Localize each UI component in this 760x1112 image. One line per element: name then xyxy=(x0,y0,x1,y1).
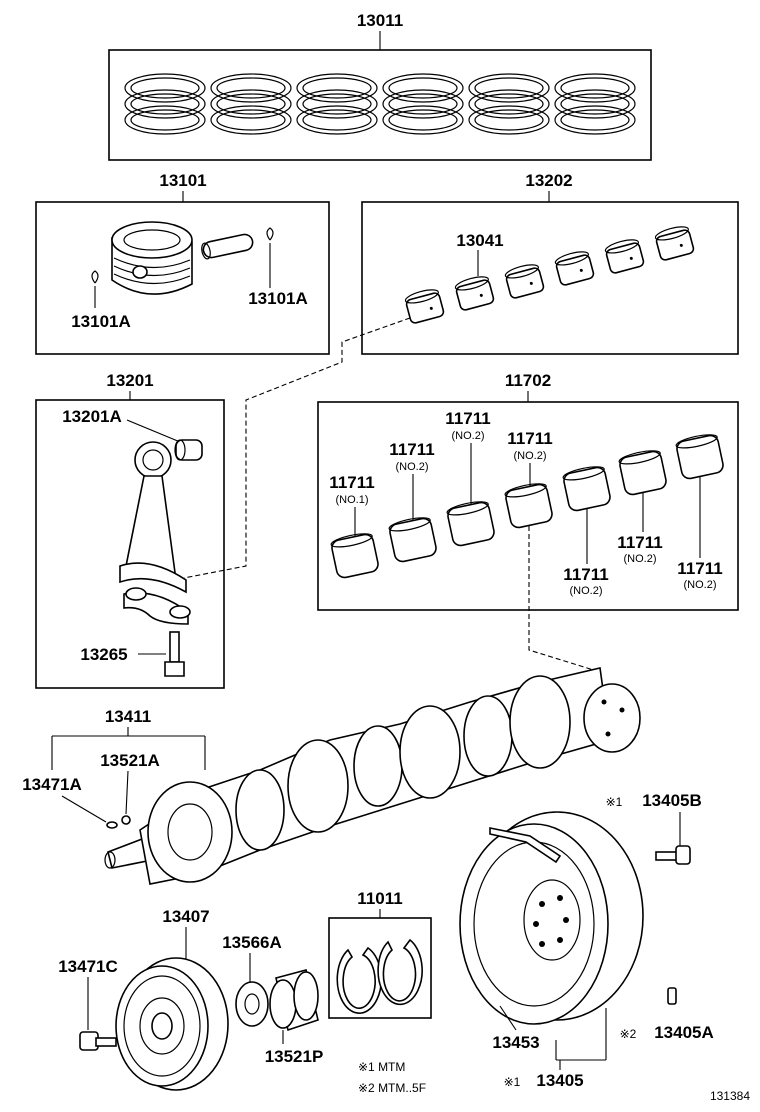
timing-gear xyxy=(269,969,319,1032)
snap-ring-right xyxy=(266,227,274,241)
label-11711-b3-sub: (NO.2) xyxy=(452,430,485,442)
box-thrust-washers xyxy=(328,917,432,1019)
label-13411: 13411 xyxy=(105,707,151,726)
label-11711-b7-sub: (NO.2) xyxy=(684,579,717,591)
label-13471c: 13471C xyxy=(58,957,118,976)
label-13566a: 13566A xyxy=(222,933,282,952)
flywheel xyxy=(459,811,644,1025)
box-connecting-rod-bearings xyxy=(361,201,739,355)
label-11711-b5-sub: (NO.2) xyxy=(570,585,603,597)
label-13011: 13011 xyxy=(357,11,403,30)
label-13405b: 13405B xyxy=(642,791,702,810)
piston-illustration xyxy=(111,221,193,295)
label-13201a: 13201A xyxy=(62,407,122,426)
note-1: ※1 MTM xyxy=(358,1060,405,1074)
mark-13405b: ※1 xyxy=(606,795,623,809)
rod-cap xyxy=(123,587,191,625)
snap-ring-left xyxy=(91,270,99,284)
label-13265: 13265 xyxy=(80,645,127,664)
crankshaft-pulley xyxy=(115,957,229,1091)
piston-ring-set-3 xyxy=(296,73,378,135)
crank-angle-sensor-plate xyxy=(235,981,269,1027)
label-11711-b5: 11711 xyxy=(563,565,608,584)
label-11702: 11702 xyxy=(505,371,551,390)
label-11711-b2-sub: (NO.2) xyxy=(396,461,429,473)
pin-13521a xyxy=(121,815,131,825)
mark-13405: ※1 xyxy=(504,1075,521,1089)
label-13101: 13101 xyxy=(159,171,206,190)
pulley-bolt xyxy=(79,1031,117,1051)
label-11711-b4: 11711 xyxy=(507,429,552,448)
label-11011: 11011 xyxy=(357,889,402,908)
label-11711-no1: 11711 xyxy=(329,473,374,492)
rod-bushing xyxy=(174,439,203,461)
label-13407: 13407 xyxy=(162,907,209,926)
label-13521a: 13521A xyxy=(100,751,160,770)
connecting-rod xyxy=(119,441,187,594)
label-11711-b4-sub: (NO.2) xyxy=(514,450,547,462)
thrust-washers xyxy=(336,938,423,1014)
main-bearings xyxy=(330,434,724,579)
label-11711-b2: 11711 xyxy=(389,440,434,459)
box-main-bearings xyxy=(317,401,739,611)
piston-ring-set-2 xyxy=(210,73,292,135)
box-piston xyxy=(35,201,330,355)
ring-gear-teeth xyxy=(489,827,562,864)
box-connecting-rod xyxy=(35,399,225,689)
crankshaft xyxy=(104,667,641,885)
rod-bolt xyxy=(164,631,185,677)
label-11711-b6-sub: (NO.2) xyxy=(624,553,657,565)
label-11711-b6: 11711 xyxy=(617,533,662,552)
label-11711-b3: 11711 xyxy=(445,409,490,428)
flywheel-bolt xyxy=(655,845,691,865)
piston-ring-set-4 xyxy=(382,73,464,135)
label-13201: 13201 xyxy=(106,371,153,390)
label-13453: 13453 xyxy=(492,1033,539,1052)
label-13405a: 13405A xyxy=(654,1023,714,1042)
label-13101a-left: 13101A xyxy=(71,312,131,331)
box-piston-ring-set xyxy=(108,49,652,161)
label-13202: 13202 xyxy=(525,171,572,190)
label-13471a: 13471A xyxy=(22,775,82,794)
piston-rings xyxy=(124,73,636,135)
key-13471a xyxy=(106,821,118,829)
label-13405: 13405 xyxy=(536,1071,583,1090)
label-13041: 13041 xyxy=(456,231,503,250)
label-11711-b7: 11711 xyxy=(677,559,722,578)
mark-13405a: ※2 xyxy=(620,1027,637,1041)
piston-ring-set-6 xyxy=(554,73,636,135)
label-13521p: 13521P xyxy=(265,1047,324,1066)
piston-ring-set-1 xyxy=(124,73,206,135)
dowel-pin-13405a xyxy=(667,987,677,1005)
piston-pin xyxy=(201,233,254,260)
note-2: ※2 MTM..5F xyxy=(358,1081,426,1095)
rod-bearings xyxy=(404,226,695,324)
diagram-id: 131384 xyxy=(710,1089,750,1103)
label-13101a-right: 13101A xyxy=(248,289,308,308)
label-11711-no1-sub: (NO.1) xyxy=(336,494,369,506)
piston-ring-set-5 xyxy=(468,73,550,135)
